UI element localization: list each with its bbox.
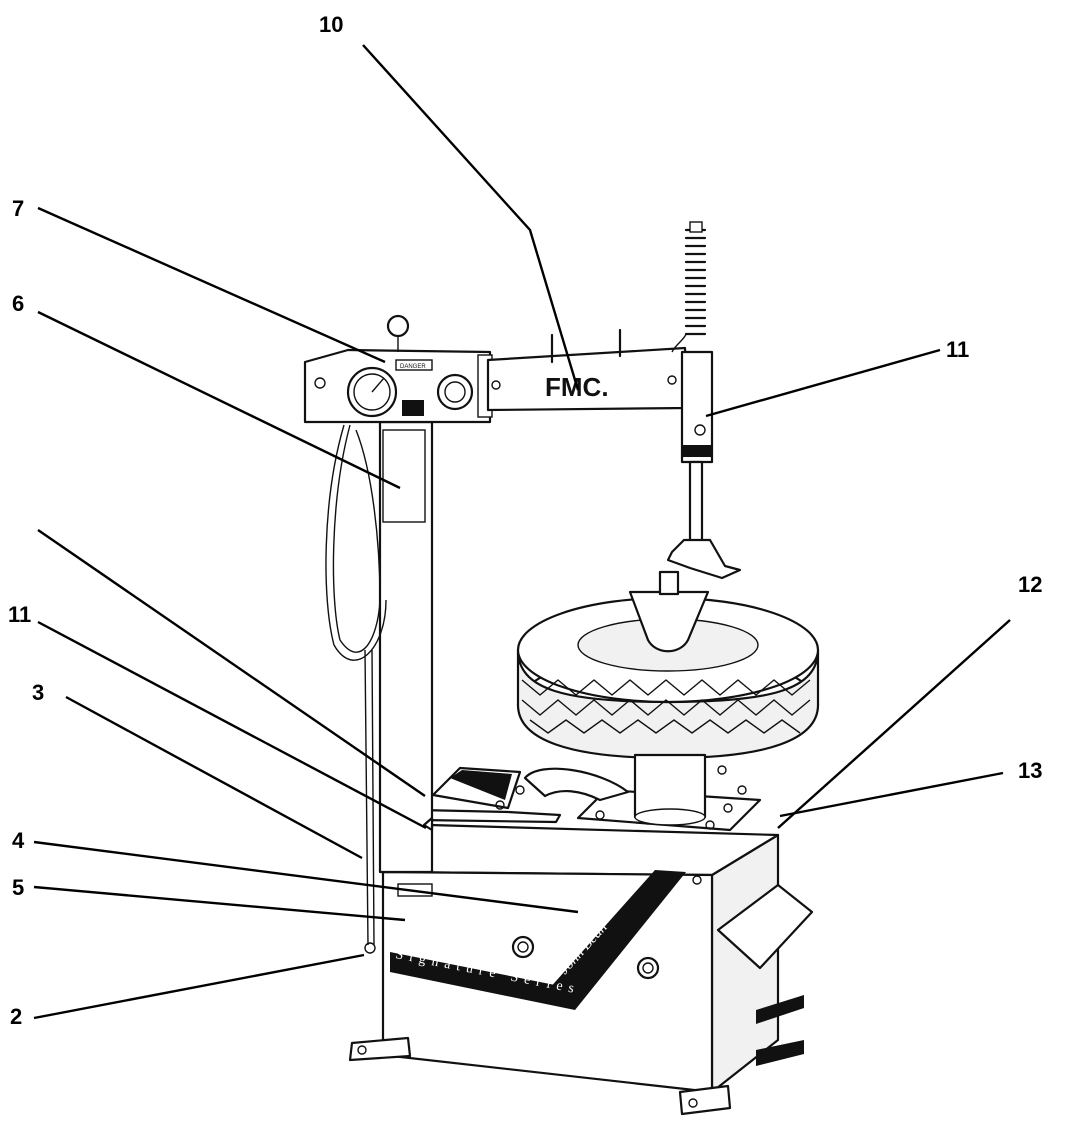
callout-6: 6 <box>12 291 24 316</box>
leader-lines <box>33 44 1011 1020</box>
leader-13 <box>779 771 1004 818</box>
main-column <box>378 420 434 874</box>
callout-5: 5 <box>12 875 24 900</box>
callout-7: 7 <box>12 196 24 221</box>
base-cabinet: Signature Series John Bean <box>348 823 814 1116</box>
leader-2 <box>33 953 365 1020</box>
cabinet-top-plates <box>418 765 762 832</box>
callout-13: 13 <box>1018 758 1042 783</box>
mount-head-column <box>666 221 742 580</box>
air-hose <box>325 424 387 954</box>
callout-4: 4 <box>12 828 25 853</box>
leader-6 <box>37 310 401 490</box>
callout-11-right: 11 <box>946 337 969 362</box>
leader-12 <box>777 619 1011 829</box>
leader-5 <box>33 885 406 922</box>
callout-labels: 10 7 6 11 12 11 3 13 4 5 2 <box>8 12 1042 1029</box>
callout-3: 3 <box>32 680 44 705</box>
leader-upper-box <box>37 529 426 797</box>
tire-changer-illustration: Signature Series John Bean <box>303 221 820 1116</box>
swing-arm: FMC. <box>486 328 690 412</box>
leader-3 <box>65 695 363 860</box>
leader-4 <box>33 840 579 914</box>
leader-10 <box>362 44 580 391</box>
leader-11-right <box>705 348 941 418</box>
callout-10: 10 <box>319 12 343 37</box>
callout-11-left: 11 <box>8 602 31 627</box>
callout-2: 2 <box>10 1004 22 1029</box>
danger-label-text: DANGER <box>400 364 426 370</box>
gauge-housing: DANGER <box>303 314 493 424</box>
leader-7 <box>37 206 386 364</box>
callout-12: 12 <box>1018 572 1042 597</box>
tire <box>516 570 820 826</box>
leader-11-left <box>37 620 427 830</box>
